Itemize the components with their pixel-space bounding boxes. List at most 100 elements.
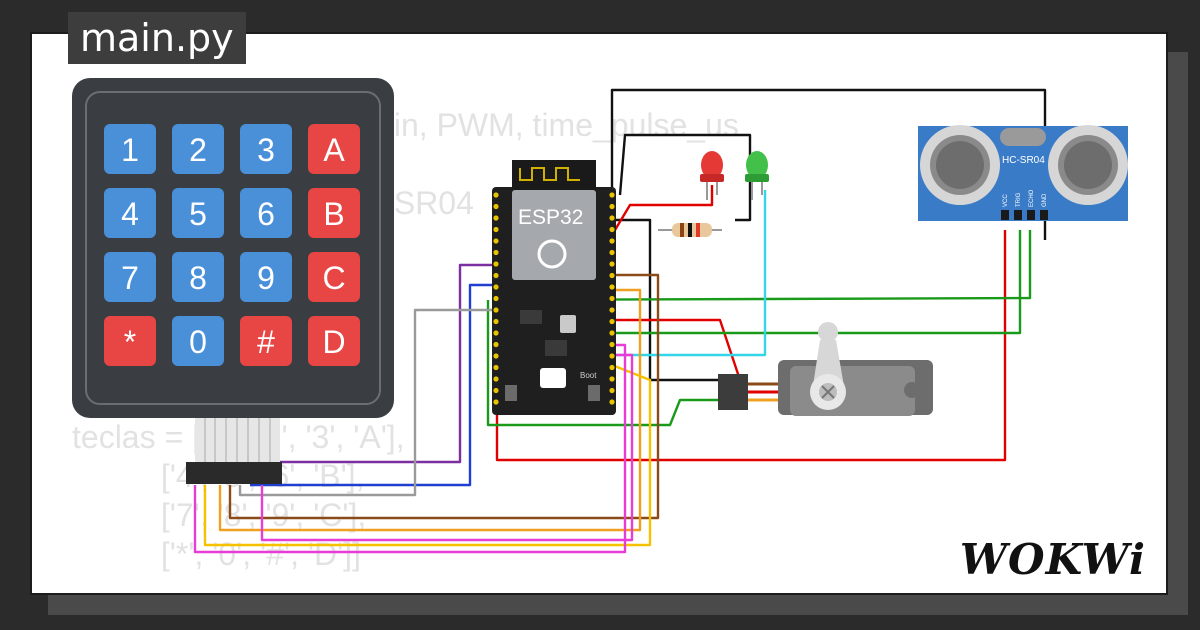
keypad-key-label: 3 [257, 132, 275, 168]
esp32-pin[interactable] [493, 192, 499, 198]
keypad-key-label: 4 [121, 196, 139, 232]
file-tab[interactable]: main.py [68, 12, 246, 64]
keypad-key-label: A [323, 132, 345, 168]
esp32-pin[interactable] [609, 330, 615, 336]
keypad-key-B[interactable]: B [308, 188, 360, 238]
sensor-pins: VCC TRIG ECHO GND [1001, 189, 1048, 220]
keypad-key-label: C [322, 260, 345, 296]
esp32-pin[interactable] [493, 249, 499, 256]
esp32-pin[interactable] [493, 387, 499, 394]
esp32-pin[interactable] [493, 261, 499, 267]
esp32-pin[interactable] [609, 203, 615, 210]
sensor-pin-echo[interactable] [1027, 210, 1035, 220]
keypad-key-3[interactable]: 3 [240, 124, 292, 174]
esp32-pin[interactable] [493, 272, 499, 279]
esp32-shield [512, 190, 596, 280]
keypad-key-4[interactable]: 4 [104, 188, 156, 238]
keypad-ribbon-lines [204, 418, 271, 462]
esp32-pin[interactable] [493, 203, 499, 210]
keypad-key-label: 5 [189, 196, 207, 232]
keypad-inner [85, 91, 381, 405]
esp32-pin[interactable] [609, 192, 615, 198]
led-green [745, 151, 769, 200]
keypad-key-#[interactable]: # [240, 316, 292, 366]
esp32-pin[interactable] [609, 376, 615, 382]
keypad-key-label: 8 [189, 260, 207, 296]
esp32-pin[interactable] [493, 353, 499, 359]
wokwi-logo: WOKWi [959, 535, 1146, 584]
esp32-pins [493, 192, 615, 405]
esp32-pin[interactable] [609, 387, 615, 394]
esp32-pin[interactable] [609, 318, 615, 325]
sensor-pin-label: VCC [1003, 194, 1009, 207]
esp32-pin[interactable] [493, 330, 499, 336]
wire-green-trig [494, 230, 1032, 302]
keypad-key-2[interactable]: 2 [172, 124, 224, 174]
esp32-pin[interactable] [493, 284, 499, 290]
esp32-pin[interactable] [609, 295, 615, 302]
en-button[interactable] [505, 385, 517, 401]
sensor-pin-vcc[interactable] [1001, 210, 1009, 220]
esp32-pin[interactable] [609, 238, 615, 244]
esp32-pin[interactable] [493, 341, 499, 348]
esp32-pin[interactable] [609, 261, 615, 267]
keypad-key-9[interactable]: 9 [240, 252, 292, 302]
sensor-pin-trig[interactable] [1014, 210, 1022, 220]
resistor [658, 223, 722, 237]
esp32-pin[interactable] [609, 307, 615, 313]
wire-yellow [203, 363, 652, 547]
wire-orange [218, 288, 642, 532]
esp32-board: ESP32 Boot [492, 160, 616, 415]
sensor-pin-label: TRIG [1016, 192, 1022, 207]
esp32-pin[interactable] [609, 284, 615, 290]
esp32-pin[interactable] [493, 295, 499, 302]
esp32-pin[interactable] [609, 226, 615, 233]
esp32-pin[interactable] [493, 376, 499, 382]
wire-red-led [610, 185, 714, 236]
led-red [700, 151, 724, 200]
keypad-key-6[interactable]: 6 [240, 188, 292, 238]
esp32-pin[interactable] [609, 249, 615, 256]
esp32-pin[interactable] [493, 307, 499, 313]
esp32-pin[interactable] [609, 364, 615, 371]
esp32-pin[interactable] [493, 399, 499, 405]
keypad-key-label: * [124, 324, 136, 360]
wire-blue [250, 283, 495, 487]
keypad-key-7[interactable]: 7 [104, 252, 156, 302]
esp32-pin[interactable] [609, 399, 615, 405]
wire-brown [228, 273, 660, 520]
boot-button[interactable] [588, 385, 600, 401]
sensor-pin-gnd[interactable] [1040, 210, 1048, 220]
esp32-pin[interactable] [609, 215, 615, 221]
usb-port [540, 368, 566, 388]
esp32-pin[interactable] [493, 364, 499, 371]
esp32-pin[interactable] [493, 215, 499, 221]
keypad-key-label: # [257, 324, 275, 360]
esp32-pin[interactable] [493, 238, 499, 244]
keypad-key-*[interactable]: * [104, 316, 156, 366]
keypad-key-0[interactable]: 0 [172, 316, 224, 366]
wire-green-servo [486, 300, 720, 427]
esp32-pin[interactable] [609, 353, 615, 359]
keypad-key-label: 6 [257, 196, 275, 232]
keypad-key-C[interactable]: C [308, 252, 360, 302]
sensor-pin-label: ECHO [1029, 189, 1035, 207]
esp32-pin[interactable] [609, 272, 615, 279]
esp32-pin[interactable] [493, 318, 499, 325]
esp32-pin[interactable] [493, 226, 499, 233]
keypad-key-8[interactable]: 8 [172, 252, 224, 302]
sensor-pin-label: GND [1042, 193, 1048, 207]
keypad-key-5[interactable]: 5 [172, 188, 224, 238]
keypad-key-label: 1 [121, 132, 139, 168]
keypad-key-A[interactable]: A [308, 124, 360, 174]
keypad-connector [186, 462, 282, 484]
keypad-key-1[interactable]: 1 [104, 124, 156, 174]
esp32-label: ESP32 [518, 206, 583, 229]
keypad-key-label: 0 [189, 324, 207, 360]
keypad-key-D[interactable]: D [308, 316, 360, 366]
esp32-antenna [512, 160, 596, 190]
keypad-key-label: 9 [257, 260, 275, 296]
esp32-pin[interactable] [609, 341, 615, 348]
